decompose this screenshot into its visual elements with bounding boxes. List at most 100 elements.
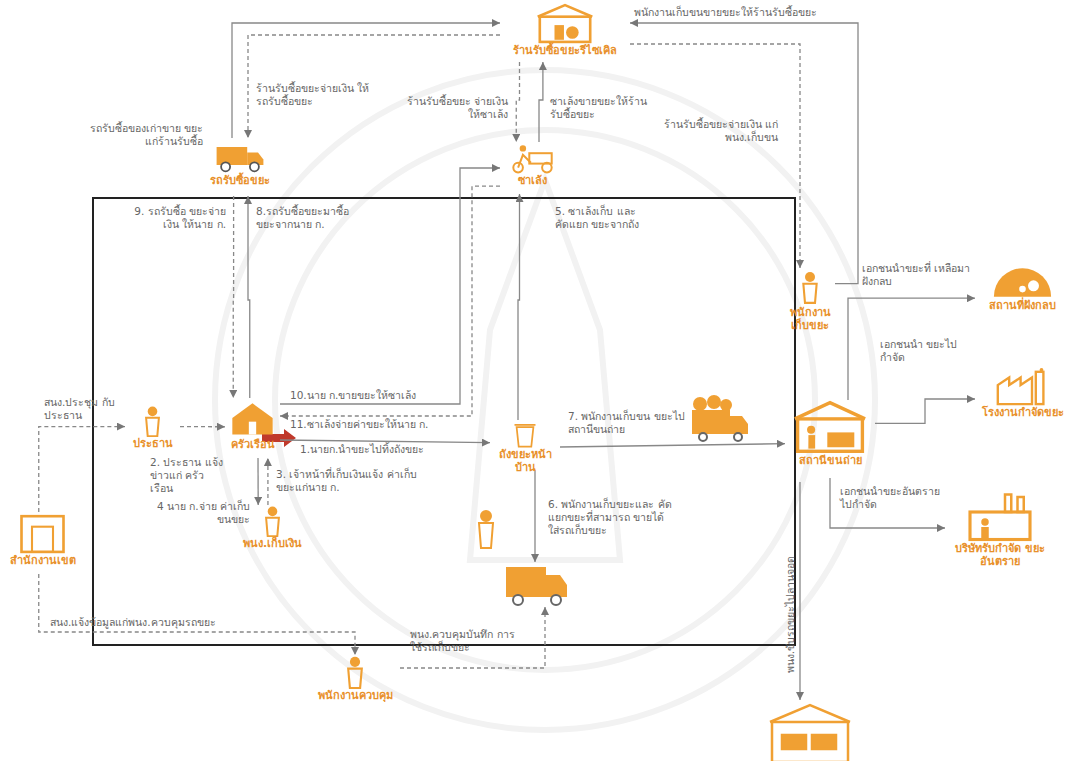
node-label: โรงงานกำจัดขยะ (982, 406, 1064, 419)
shop-icon (500, 2, 630, 44)
edge-label: เอกชนนำ ขยะไปกำจัด (880, 338, 972, 364)
flow-connector (39, 574, 355, 655)
company-icon-part (981, 518, 989, 526)
flow-connector (257, 458, 259, 505)
edge-label: 9. รถรับซื้อ ขยะจ่ายเงิน ให้นาย ก. (126, 205, 226, 231)
edge-label: ร้านรับซื้อขยะจ่ายเงิน แก่พนง.เก็บขน (660, 118, 778, 144)
edge-label: เอกชนนำขยะอันตราย ไปกำจัด (840, 485, 945, 511)
truck-node: รถรับซื้อขยะ (200, 138, 280, 196)
edge-label: 11.ซาเล้งจ่ายค่าขยะให้นาย ก. (290, 418, 460, 431)
node-label: พนง.เก็บเงิน (243, 537, 302, 550)
factory-icon (975, 368, 1070, 406)
note-label: พนง.ขับรถขยะไปลานจอด (784, 535, 797, 695)
flow-connector (539, 62, 543, 142)
person-icon (240, 505, 305, 537)
worker-body (479, 523, 493, 548)
truck-wheel (734, 433, 742, 441)
node-label: ร้านรับซื้อขยะรีไซเคิล (513, 44, 617, 57)
person-node: ประธาน (125, 405, 180, 453)
bin-icon (490, 420, 560, 448)
edge-label: 2. ประธาน แจ้งข่าวแก่ ครัวเรือน (150, 456, 224, 495)
flow-connector (875, 399, 975, 423)
flow-connector (516, 62, 519, 142)
landfill-icon (975, 255, 1070, 299)
edge-label: สนง.แจ้งข้อมูลแก่พนง.ควบคุมรถขยะ (50, 616, 350, 629)
house-node: ครัวเรือน (225, 398, 280, 458)
seal-ring (275, 130, 815, 670)
edge-label: 8.รถรับซื้อขยะมาซื้อ ขยะจากนาย ก. (256, 205, 368, 231)
transfer-truck-icon (692, 395, 748, 441)
waste-bag (720, 399, 732, 411)
company-icon (945, 492, 1055, 542)
factory-icon-part (1040, 368, 1044, 372)
node-label: ถังขยะหน้าบ้าน (490, 448, 560, 474)
flow-connector (830, 478, 945, 528)
flow-connector (233, 196, 235, 398)
factory-icon-part (998, 378, 1032, 405)
bin-icon-part (517, 427, 534, 447)
shop-icon-part (566, 26, 579, 39)
person-icon-part (803, 284, 816, 303)
truck-icon-part (217, 147, 248, 165)
edge-label: 5. ซาเล้งเก็บ และคัดแยก ขยะจากถัง (555, 205, 647, 231)
landfill-icon-part (1028, 280, 1039, 291)
truck-wheel (699, 433, 707, 441)
parking-wall (772, 722, 848, 761)
office-icon (5, 512, 80, 554)
note-label: 6. พนักงานเก็บขยะและ คัดแยกขยะที่สามารถ … (548, 498, 673, 537)
station-icon-part (808, 435, 815, 449)
edge-label: 1.นายก.นำขยะไปทิ้งถังขยะ (300, 443, 485, 456)
person-icon-part (146, 418, 159, 436)
truck-icon-part (250, 162, 259, 171)
shop-icon-part (555, 25, 564, 40)
station-icon-part (798, 419, 863, 451)
flow-connector (39, 427, 125, 512)
node-label: สถานที่ฝังกลบ (989, 299, 1056, 312)
company-icon-part (1005, 495, 1011, 513)
edge-label: ร้านรับซื้อขยะ จ่ายเงินให้ซาเล้ง (396, 95, 508, 121)
seal-tower (470, 180, 620, 560)
saleng-icon-part (542, 163, 552, 173)
landfill-node: สถานที่ฝังกลบ (975, 255, 1070, 327)
house-icon (225, 398, 280, 438)
person-icon-part (348, 669, 362, 689)
company-icon-part (1018, 497, 1024, 512)
node-label: สถานีขนถ่าย (799, 454, 862, 467)
truck-icon-part (247, 152, 263, 165)
truck-body (692, 410, 730, 434)
flow-connector (280, 186, 500, 416)
house-icon-part (249, 422, 256, 435)
person-node: พนักงานควบคุม (310, 655, 400, 710)
parking-roof (770, 705, 850, 722)
node-label: ครัวเรือน (231, 438, 275, 451)
flow-connector (280, 168, 500, 404)
office-icon-part (22, 516, 64, 552)
shop-icon-part (540, 17, 590, 42)
saleng-icon (500, 142, 565, 174)
worker-head (481, 511, 491, 521)
truck-cab (730, 416, 748, 434)
seal-ring (215, 70, 875, 730)
person-icon-part (805, 272, 815, 282)
flow-connector (280, 440, 490, 443)
note-label: พนง.ควบคุมบันทึก การใช้รถเก็บขยะ (410, 628, 525, 654)
garbage-truck-icon (506, 567, 567, 605)
flow-connector (518, 194, 520, 420)
node-label: ซาเล้ง (518, 174, 547, 187)
edge-label: 7. พนักงานเก็บขน ขยะไปสถานีขนถ่าย (568, 410, 686, 436)
parking-truck (812, 735, 836, 749)
bin-icon-part (515, 424, 536, 426)
flow-connector (248, 35, 500, 138)
person-icon (125, 405, 180, 437)
office-icon-part (32, 527, 53, 552)
flow-connector (248, 196, 250, 398)
saleng-icon-part (518, 155, 531, 168)
truck-cab (546, 575, 567, 597)
flow-connector (560, 444, 785, 447)
company-node: บริษัทรับกำจัด ขยะอันตราย (945, 492, 1055, 582)
person-icon (310, 655, 400, 689)
node-label: พนักงาน เก็บขยะ (785, 306, 835, 332)
person-icon-part (148, 407, 158, 417)
